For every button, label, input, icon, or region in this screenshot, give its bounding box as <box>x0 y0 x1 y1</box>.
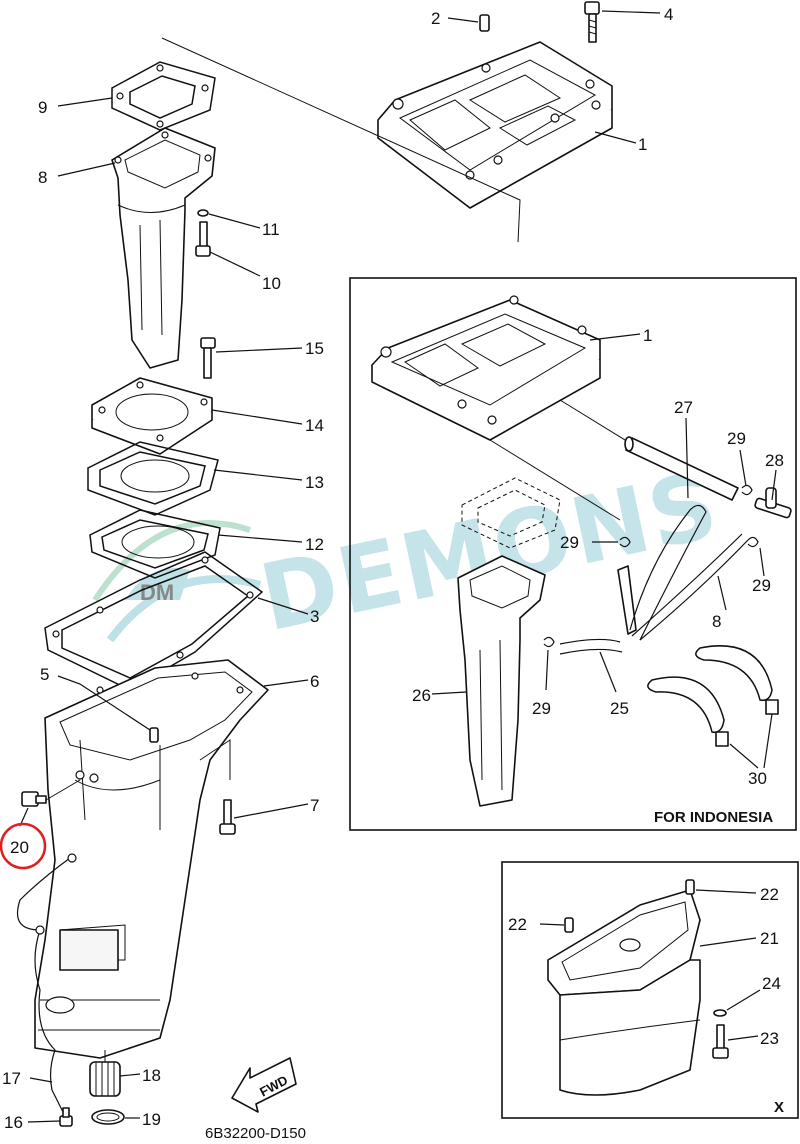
callout-3: 3 <box>310 607 319 626</box>
part-6-upper-casing <box>34 659 269 1059</box>
callout-6: 6 <box>310 672 319 691</box>
inset-part-29-clip-d <box>543 636 555 648</box>
inset-indonesia-caption: FOR INDONESIA <box>654 809 773 826</box>
callout-7: 7 <box>310 796 319 815</box>
inset-callout-29d: 29 <box>532 699 551 718</box>
inset-x-frame <box>501 861 799 1119</box>
inset-callout-30: 30 <box>748 769 767 788</box>
inset-indonesia-frame <box>349 277 797 831</box>
inset-x-caption: X <box>774 1099 784 1116</box>
part-9-gasket <box>111 61 216 131</box>
inset-callout-26: 8 <box>712 612 721 631</box>
inset-callout-29b: 29 <box>560 533 579 552</box>
callout-14: 14 <box>305 416 324 435</box>
callout-4: 4 <box>664 5 673 24</box>
inset-part-29-clip-b <box>619 536 631 548</box>
inset-part-21-casing <box>547 889 701 1096</box>
part-19-clip-ring <box>91 1109 125 1125</box>
inset-part-23-bolt <box>712 1024 729 1059</box>
part-1-upper-plate <box>377 41 613 209</box>
part-5-dowel-pin <box>149 727 159 743</box>
inset-callout-22b: 22 <box>508 915 527 934</box>
inset-part-22-dowel-a <box>685 879 695 895</box>
inset-part-29-clip-a <box>741 484 753 496</box>
inset-part-22-dowel-b <box>564 917 574 933</box>
fwd-arrow-icon <box>231 1057 297 1113</box>
highlight-circle <box>0 822 47 870</box>
inset-callout-24: 24 <box>762 974 781 993</box>
callout-18: 18 <box>142 1066 161 1085</box>
inset-part-30-cable-ties <box>647 645 779 747</box>
watermark-logo-icon: DM <box>92 520 262 643</box>
drawing-code: 6B32200-D150 <box>205 1125 306 1139</box>
inset-part-26-hose <box>617 504 749 641</box>
part-2-dowel-pin <box>479 14 490 32</box>
callout-2: 2 <box>431 9 440 28</box>
part-10-bolt <box>195 221 211 257</box>
part-15-bolt <box>200 337 216 379</box>
callout-12: 12 <box>305 535 324 554</box>
inset-part-27-hose <box>624 436 739 501</box>
callout-17: 17 <box>2 1069 21 1088</box>
inset-part-29-clip-c <box>747 536 759 548</box>
part-14-plate <box>91 377 213 455</box>
part-18-grommet <box>89 1050 121 1097</box>
callout-8: 8 <box>38 168 47 187</box>
inset-callout-25: 25 <box>610 699 629 718</box>
inset-callout-8: 26 <box>412 686 431 705</box>
callout-11: 11 <box>262 220 280 239</box>
part-13-gasket <box>87 441 219 516</box>
callout-19: 19 <box>142 1110 161 1129</box>
inset-callout-28: 28 <box>765 451 784 470</box>
part-11-washer <box>197 209 209 217</box>
inset-callout-29c: 29 <box>752 576 771 595</box>
wire-lead <box>16 853 77 1119</box>
inset-callout-27: 27 <box>674 398 693 417</box>
callout-20: 20 <box>10 838 29 857</box>
part-7-bolt <box>219 799 236 835</box>
callout-16: 16 <box>4 1113 23 1132</box>
inset-callout-1: 1 <box>643 326 652 345</box>
part-4-bolt <box>584 1 600 43</box>
inset-callout-23: 23 <box>760 1029 779 1048</box>
inset-part-24-washer <box>713 1009 727 1017</box>
part-20-clip <box>21 791 47 807</box>
callout-9: 9 <box>38 98 47 117</box>
part-8-exhaust-guide <box>111 127 216 369</box>
inset-callout-22a: 22 <box>760 885 779 904</box>
inset-part-8-exhaust-guide <box>457 555 546 807</box>
inset-part-28-t-joint <box>754 487 792 519</box>
inset-callout-21: 21 <box>760 929 779 948</box>
inset-gasket <box>461 477 561 549</box>
callout-10: 10 <box>262 274 281 293</box>
inset-part-25-hose <box>559 638 623 655</box>
callout-15: 15 <box>305 339 324 358</box>
part-3-gasket <box>44 551 264 691</box>
callout-13: 13 <box>305 473 324 492</box>
part-12-gasket <box>89 509 221 579</box>
inset-callout-29a: 29 <box>727 429 746 448</box>
callout-1: 1 <box>638 135 647 154</box>
callout-5: 5 <box>40 665 49 684</box>
inset-part-1-plate <box>371 295 601 441</box>
